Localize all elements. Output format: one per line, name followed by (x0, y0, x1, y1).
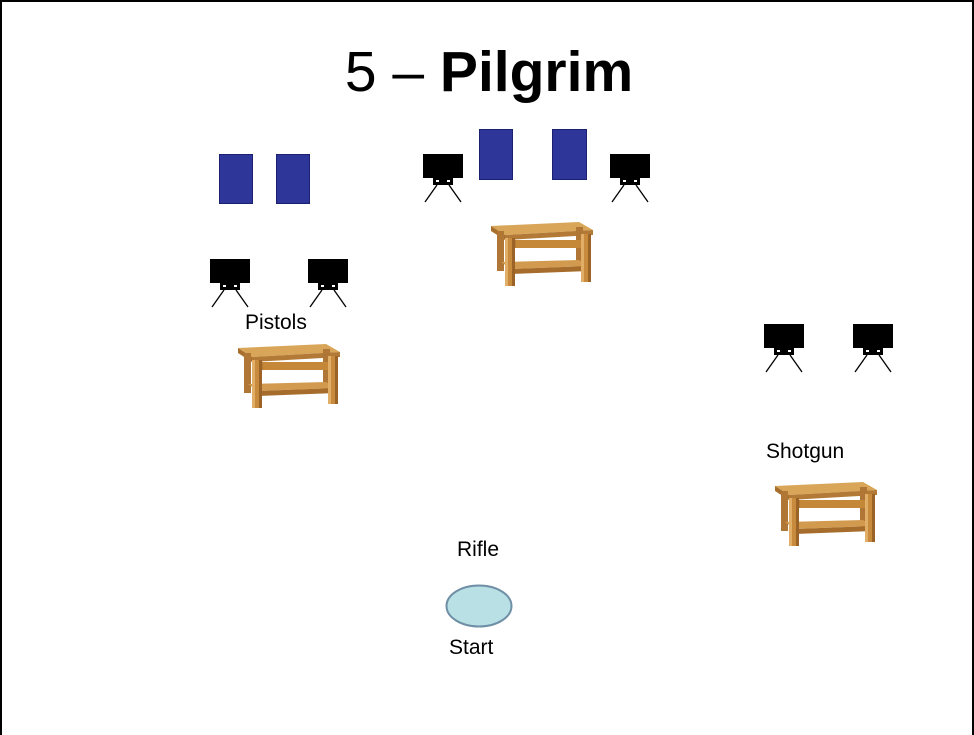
paper-target-pistol-left (219, 154, 253, 204)
pistols-label: Pistols (245, 311, 307, 334)
steel-target-icon (605, 153, 655, 203)
steel-target-icon (759, 323, 809, 373)
steel-target-icon (205, 258, 255, 308)
rifle-label: Rifle (457, 538, 500, 561)
center-table-icon (479, 218, 595, 290)
stage-name: Pilgrim (439, 40, 634, 104)
steel-target-icon (418, 153, 468, 203)
shotgun-label: Shotgun (766, 440, 845, 463)
paper-target-center-right (552, 129, 587, 180)
paper-target-pistol-right (276, 154, 310, 204)
pistols-table-icon (226, 340, 342, 412)
paper-target-center-left (479, 129, 513, 180)
start-marker-icon (445, 584, 513, 628)
start-label: Start (449, 636, 494, 659)
shotgun-table-icon (763, 478, 879, 550)
steel-target-icon (848, 323, 898, 373)
steel-target-icon (303, 258, 353, 308)
stage-title: 5 – Pilgrim (2, 40, 974, 104)
stage-number: 5 – (344, 40, 440, 104)
